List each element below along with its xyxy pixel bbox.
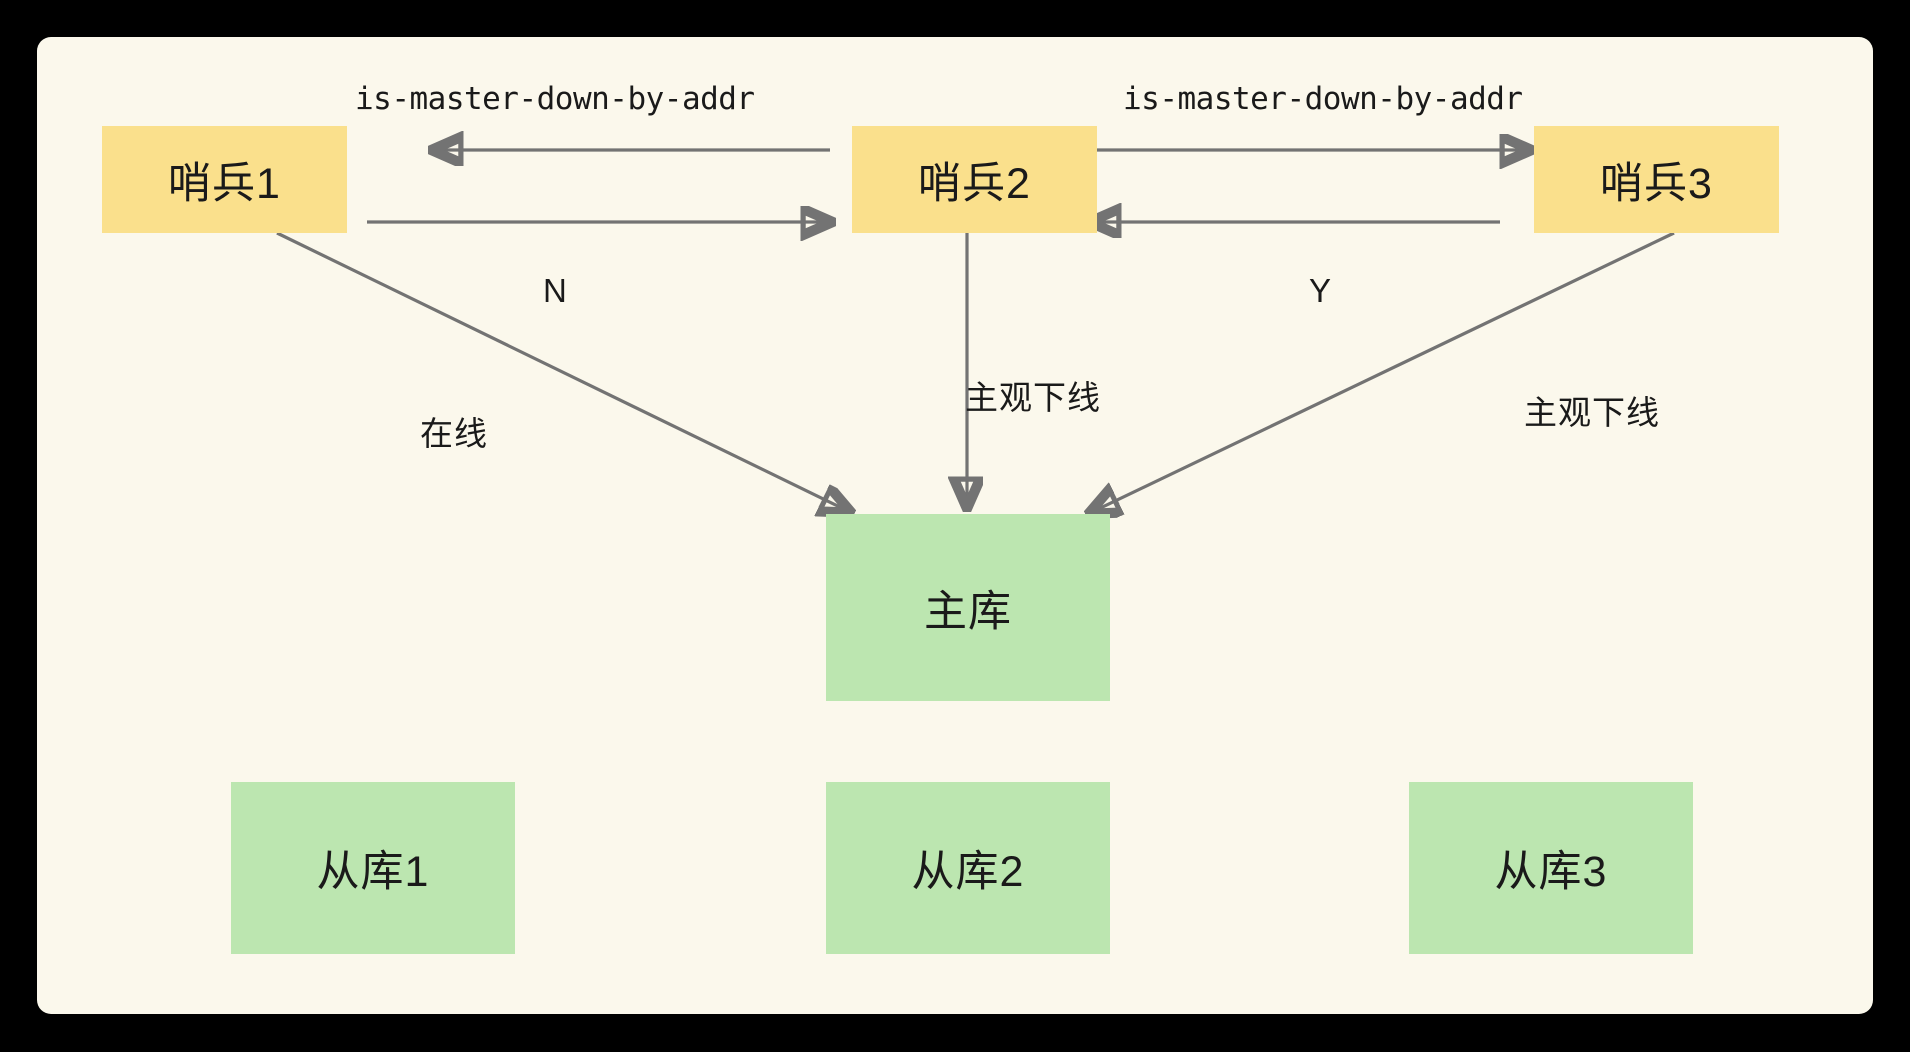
node-slave-db-3-label: 从库3 (1494, 848, 1608, 896)
node-sentinel-2-label: 哨兵2 (918, 159, 1031, 208)
node-slave-db-1[interactable]: 从库1 (231, 782, 515, 954)
edge-label-sdown-right: 主观下线 (1524, 394, 1660, 431)
diagram-canvas: 哨兵1 哨兵2 哨兵3 主库 从库1 从库2 从库3 is-master-dow… (37, 37, 1873, 1014)
node-sentinel-1[interactable]: 哨兵1 (102, 126, 347, 233)
edge-label-vote-y: Y (1309, 272, 1332, 309)
edge-s3-to-master (1090, 231, 1675, 513)
node-sentinel-1-label: 哨兵1 (168, 159, 281, 208)
node-slave-db-3[interactable]: 从库3 (1409, 782, 1693, 954)
edge-label-sdown-center: 主观下线 (965, 379, 1101, 416)
node-slave-db-2[interactable]: 从库2 (826, 782, 1110, 954)
edge-label-is-master-down-right: is-master-down-by-addr (1123, 81, 1523, 117)
edge-label-online: 在线 (420, 415, 488, 452)
node-sentinel-3-label: 哨兵3 (1600, 159, 1713, 208)
node-slave-db-1-label: 从库1 (316, 848, 430, 896)
edge-label-vote-n: N (543, 272, 567, 309)
node-sentinel-2[interactable]: 哨兵2 (852, 126, 1097, 233)
node-master-db[interactable]: 主库 (826, 514, 1110, 701)
node-slave-db-2-label: 从库2 (911, 848, 1025, 896)
edge-label-is-master-down-left: is-master-down-by-addr (355, 81, 755, 117)
node-sentinel-3[interactable]: 哨兵3 (1534, 126, 1779, 233)
node-master-db-label: 主库 (924, 587, 1012, 636)
